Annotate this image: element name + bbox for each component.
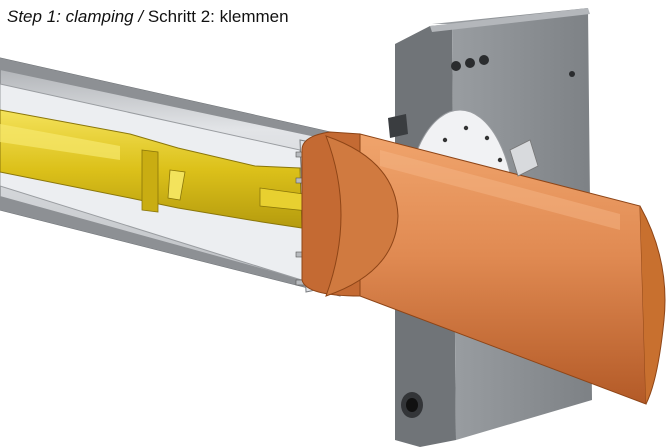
caption-step-english: Step 1: clamping /: [7, 7, 144, 26]
workpiece-tube: [301, 131, 666, 405]
caption-step-german: Schritt 2: klemmen: [147, 7, 289, 26]
plate-hole: [479, 55, 489, 65]
plate-hole: [451, 61, 461, 71]
plate-clamp: [388, 114, 539, 177]
plate-hole: [569, 71, 575, 77]
plate-hole: [465, 58, 475, 68]
step-caption: Step 1: clamping / Schritt 2: klemmen: [7, 6, 289, 28]
